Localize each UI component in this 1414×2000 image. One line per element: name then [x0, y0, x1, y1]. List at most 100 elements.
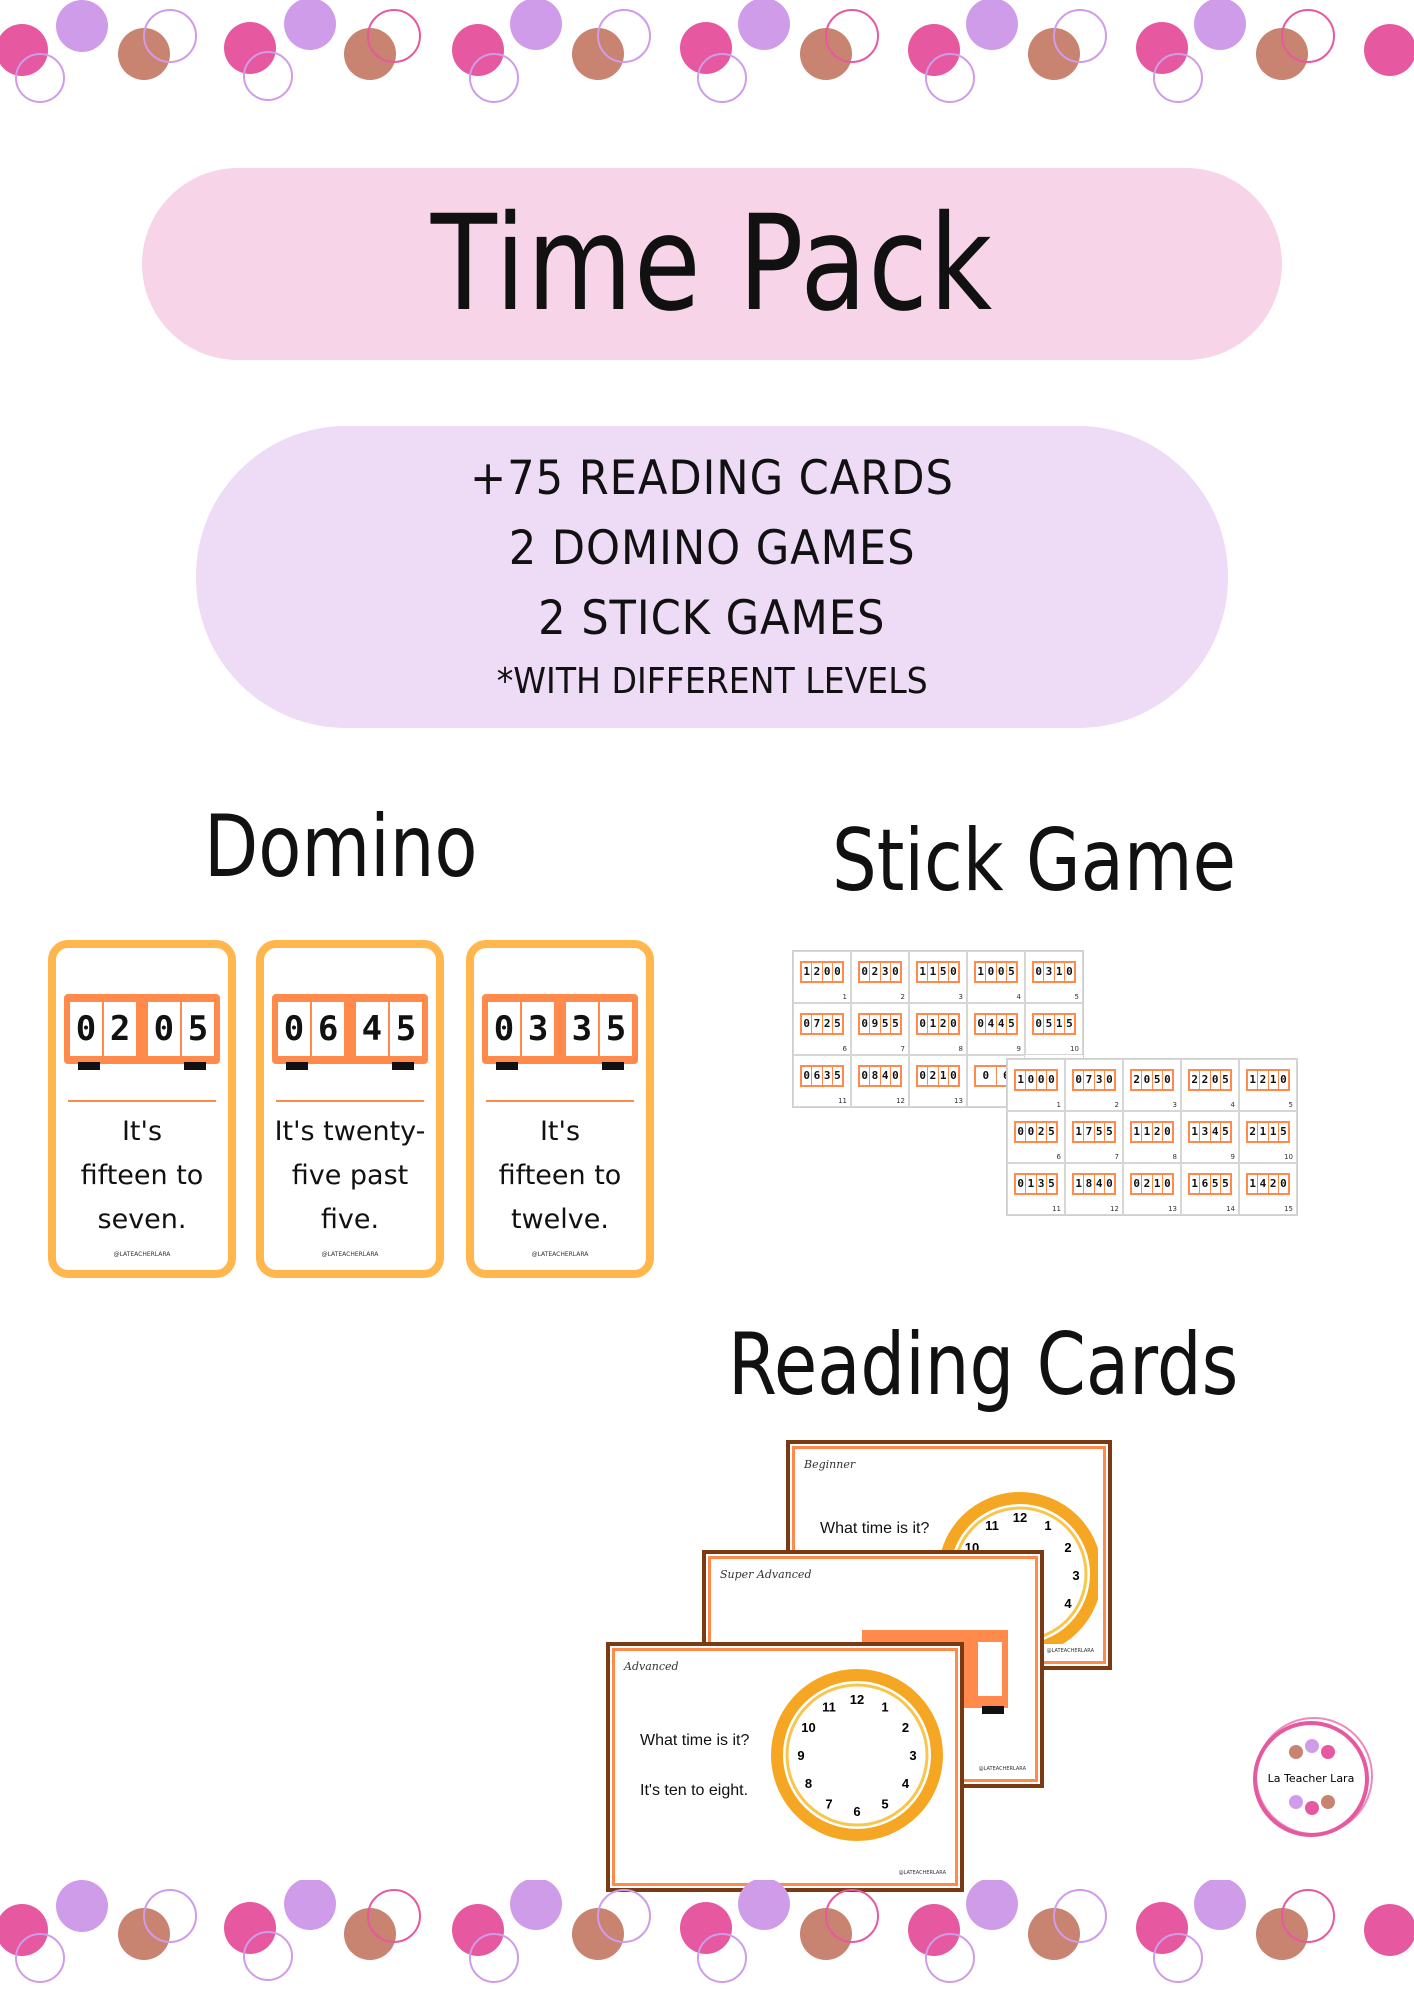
stick-card-number: 6: [1056, 1153, 1061, 1161]
clock-number: 10: [801, 1720, 815, 1735]
clock-digit: 9: [870, 1015, 880, 1033]
clock-digit: 0: [1036, 1071, 1046, 1089]
clock-digit: 1: [1054, 963, 1064, 981]
clock-digit: 8: [870, 1067, 880, 1085]
clock-digit: 4: [1210, 1123, 1220, 1141]
clock-digit: 2: [1268, 1175, 1278, 1193]
clock-digit: 0: [1104, 1071, 1114, 1089]
clock-digit: 1: [1016, 1071, 1026, 1089]
clock-digit: 5: [832, 1067, 842, 1085]
card-watermark: @LATEACHERLARA: [531, 1251, 589, 1258]
clock-digit: 2: [1152, 1123, 1162, 1141]
stick-card-number: 5: [1074, 993, 1079, 1001]
clock-digit: 0: [802, 1067, 812, 1085]
card-watermark: @LATEACHERLARA: [321, 1251, 379, 1258]
contents-line-reading-cards: +75 READING CARDS: [470, 451, 954, 506]
logo-text: La Teacher Lara: [1268, 1772, 1355, 1785]
reading-card-level: Beginner: [804, 1458, 856, 1471]
clock-digit: 0: [147, 1002, 180, 1056]
stick-card-number: 12: [896, 1097, 905, 1105]
clock-digit: 0: [976, 1067, 996, 1085]
clock-digit: 1: [1054, 1015, 1064, 1033]
clock-digit: 5: [938, 963, 948, 981]
reading-card-answer: It's ten to eight.: [640, 1782, 749, 1799]
domino-card-text: It's fifteen to twelve.: [498, 1116, 622, 1235]
contents-note-levels: *WITH DIFFERENT LEVELS: [496, 661, 928, 702]
clock-digit: 5: [1006, 963, 1016, 981]
clock-digit: 0: [278, 1002, 311, 1056]
stick-card-number: 10: [1284, 1153, 1293, 1161]
clock-digit: 5: [181, 1002, 215, 1056]
clock-digit: 1: [976, 963, 986, 981]
clock-digit: 0: [1162, 1123, 1172, 1141]
contents-line-domino-games: 2 DOMINO GAMES: [508, 521, 916, 576]
clock-digit: 1: [928, 1015, 938, 1033]
domino-card-text: It's fifteen to seven.: [80, 1116, 204, 1235]
stick-card-number: 2: [900, 993, 905, 1001]
clock-number: 4: [902, 1776, 910, 1791]
clock-digit: 5: [389, 1002, 423, 1056]
clock-digit: 5: [1044, 1015, 1054, 1033]
clock-digit: 5: [1278, 1123, 1288, 1141]
stick-card-number: 11: [838, 1097, 847, 1105]
clock-digit: 5: [1220, 1071, 1230, 1089]
clock-digit: 5: [832, 1015, 842, 1033]
clock-digit: 0: [1046, 1071, 1056, 1089]
stick-card-number: 9: [1230, 1153, 1235, 1161]
clock-digit: 1: [1026, 1175, 1036, 1193]
clock-digit: 3: [1036, 1175, 1046, 1193]
clock-digit: 3: [880, 963, 890, 981]
clock-digit: 5: [1210, 1175, 1220, 1193]
clock-digit: 7: [1084, 1123, 1094, 1141]
clock-number: 2: [902, 1720, 909, 1735]
clock-digit: 2: [1036, 1123, 1046, 1141]
clock-digit: 1: [802, 963, 812, 981]
clock-digit: 5: [1104, 1123, 1114, 1141]
clock-digit: 1: [1268, 1071, 1278, 1089]
clock-digit: 1: [1142, 1123, 1152, 1141]
clock-digit: 0: [488, 1002, 521, 1056]
clock-digit: 0: [948, 963, 958, 981]
clock-digit: 0: [1162, 1175, 1172, 1193]
clock-digit: 0: [1278, 1175, 1288, 1193]
reading-card-advanced: Advanced What time is it? It's ten to ei…: [606, 1642, 964, 1892]
clock-number: 1: [881, 1700, 888, 1715]
clock-digit: 6: [312, 1002, 345, 1056]
clock-digit: 0: [802, 1015, 812, 1033]
clock-digit: 2: [104, 1002, 137, 1056]
clock-digit: 2: [1142, 1175, 1152, 1193]
clock-digit: 2: [812, 963, 822, 981]
clock-colon: [346, 1002, 354, 1056]
clock-digit: 3: [822, 1067, 832, 1085]
reading-card-level: Super Advanced: [720, 1568, 812, 1581]
reading-card-question: What time is it?: [820, 1520, 930, 1537]
clock-number: 3: [909, 1748, 916, 1763]
section-title-domino: Domino: [204, 797, 478, 897]
svg-text:11: 11: [985, 1518, 999, 1533]
